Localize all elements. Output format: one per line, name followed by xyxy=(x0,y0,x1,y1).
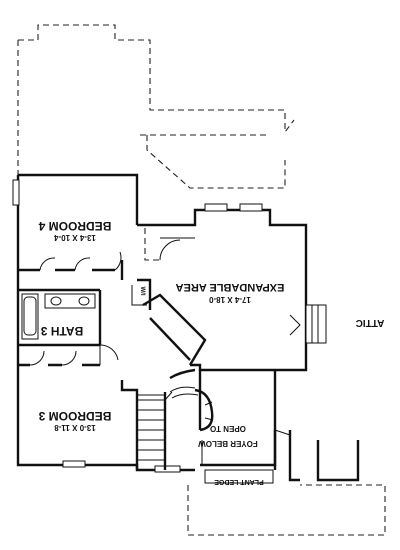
bedroom-4-name: BEDROOM 4 xyxy=(38,219,111,233)
attic-label: ATTIC xyxy=(356,317,385,328)
expandable-area-dims: 17-4 X 18-0 xyxy=(209,295,251,304)
attic-outline-lower xyxy=(187,484,386,536)
plant-ledge-label: PLANT LEDGE xyxy=(214,478,264,485)
bedroom-3-name: BEDROOM 3 xyxy=(38,409,111,423)
wic-label: W/I xyxy=(139,287,145,296)
plant-ledge-name: PLANT LEDGE xyxy=(214,478,264,485)
expandable-area-name: EXPANDABLE AREA xyxy=(176,281,285,293)
bath-3-label: BATH 3 xyxy=(40,324,83,338)
open-to-line1: OPEN TO xyxy=(210,424,246,433)
bath-3-name: BATH 3 xyxy=(40,324,83,338)
bedroom-3-dims: 13-0 X 11-8 xyxy=(54,423,96,432)
exterior-walls xyxy=(12,173,327,473)
bedroom-3-label: BEDROOM 3 13-0 X 11-8 xyxy=(38,409,111,432)
attic-name: ATTIC xyxy=(356,317,385,328)
wic-name: W/I xyxy=(139,287,145,296)
open-to-foyer-label: OPEN TO FOYER BELOW xyxy=(198,424,258,448)
bedroom-4-dims: 13-4 X 10-4 xyxy=(54,233,96,242)
attic-outline-upper xyxy=(17,24,295,189)
interior-walls xyxy=(18,228,360,484)
expandable-area-label: EXPANDABLE AREA 17-4 X 18-0 xyxy=(176,281,285,304)
open-to-line2: FOYER BELOW xyxy=(198,439,258,448)
bedroom-4-label: BEDROOM 4 13-4 X 10-4 xyxy=(38,219,111,242)
